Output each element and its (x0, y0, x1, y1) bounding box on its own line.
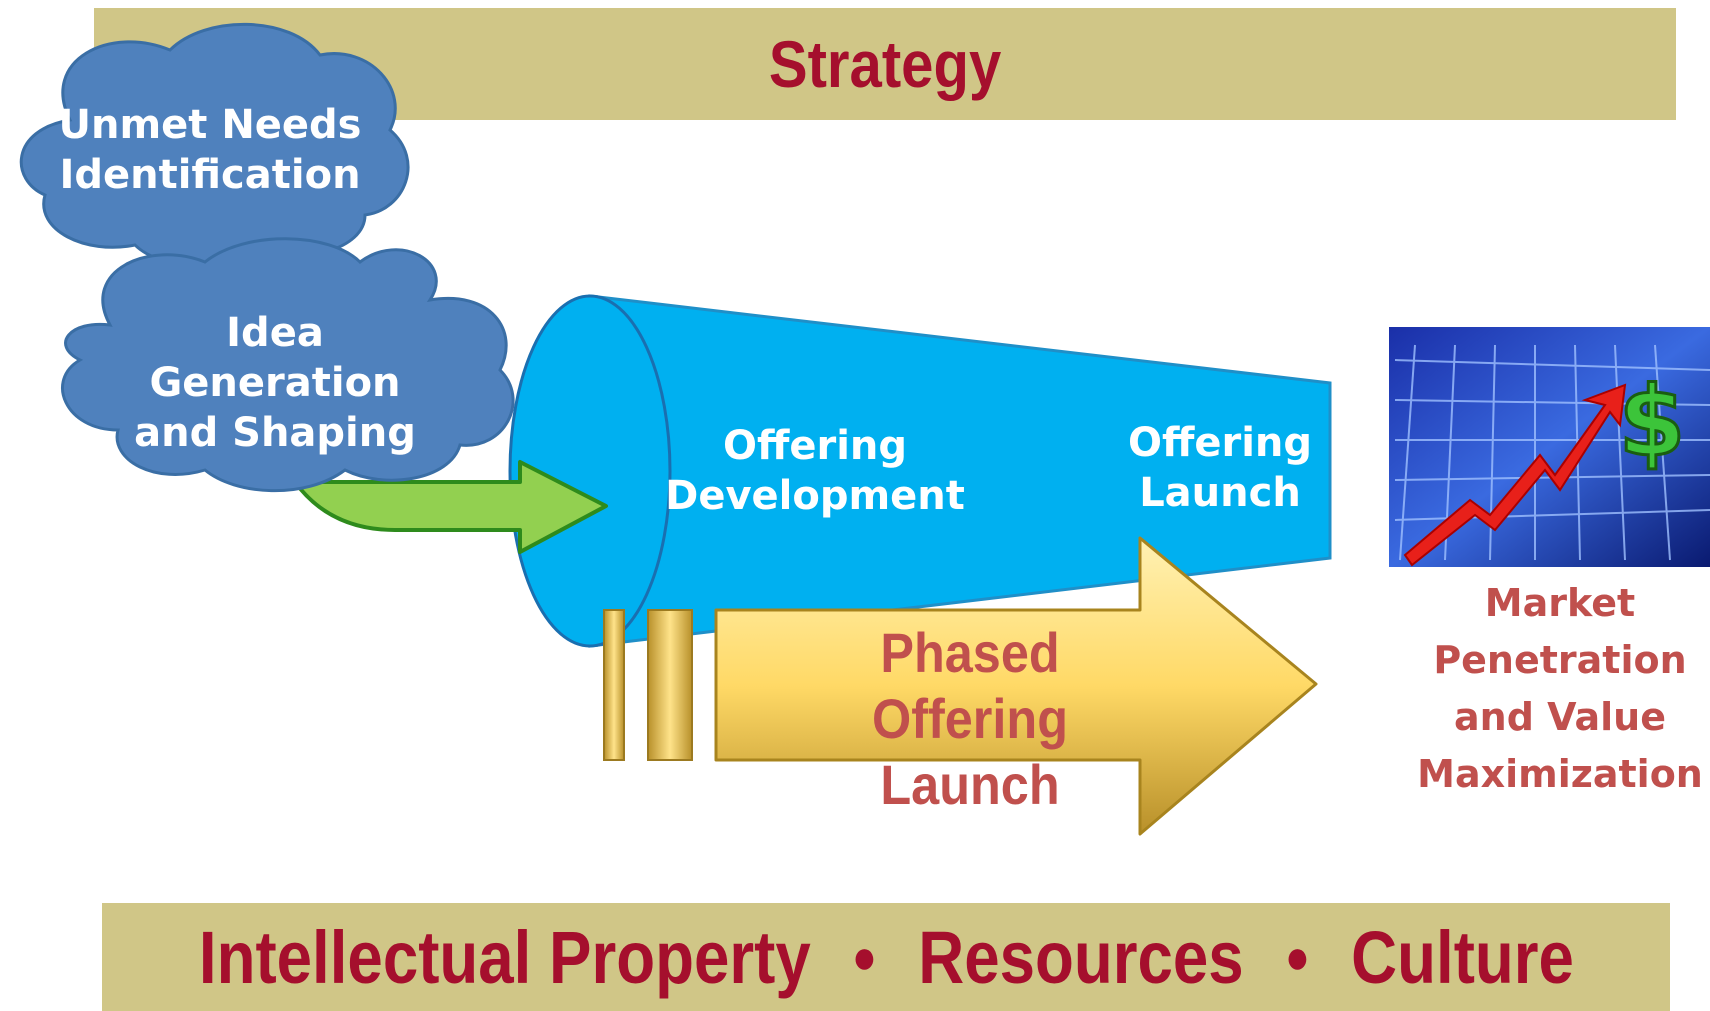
bullet-separator: ● (1284, 930, 1310, 984)
idea-generation-cloud (61, 237, 515, 493)
phase-bars (603, 609, 693, 761)
offering-launch-label: Offering Launch (1127, 420, 1313, 516)
green-arrow (293, 460, 608, 554)
phased-launch-arrow (714, 536, 1318, 836)
foundation-item-culture: Culture (1350, 915, 1574, 999)
unmet-needs-label: Unmet Needs Identification (58, 102, 362, 198)
foundation-item-resources: Resources (917, 915, 1244, 999)
foundation-items: Intellectual Property ● Resources ● Cult… (198, 915, 1573, 1000)
market-penetration-label: Market Penetration and Value Maximizatio… (1417, 581, 1703, 796)
strategy-title: Strategy (768, 27, 1002, 101)
phased-offering-launch-label: Phased Offering Launch (871, 621, 1068, 817)
svg-text:$: $ (1619, 366, 1686, 478)
stock-chart-dollar-icon: $ (1389, 327, 1710, 567)
idea-generation-label: Idea Generation and Shaping (134, 310, 416, 456)
offering-development-label: Offering Development (665, 423, 965, 519)
foundation-band: Intellectual Property ● Resources ● Cult… (102, 903, 1670, 1011)
unmet-needs-cloud (19, 22, 410, 268)
foundation-item-intellectual-property: Intellectual Property (198, 915, 811, 999)
bullet-separator: ● (851, 930, 877, 984)
